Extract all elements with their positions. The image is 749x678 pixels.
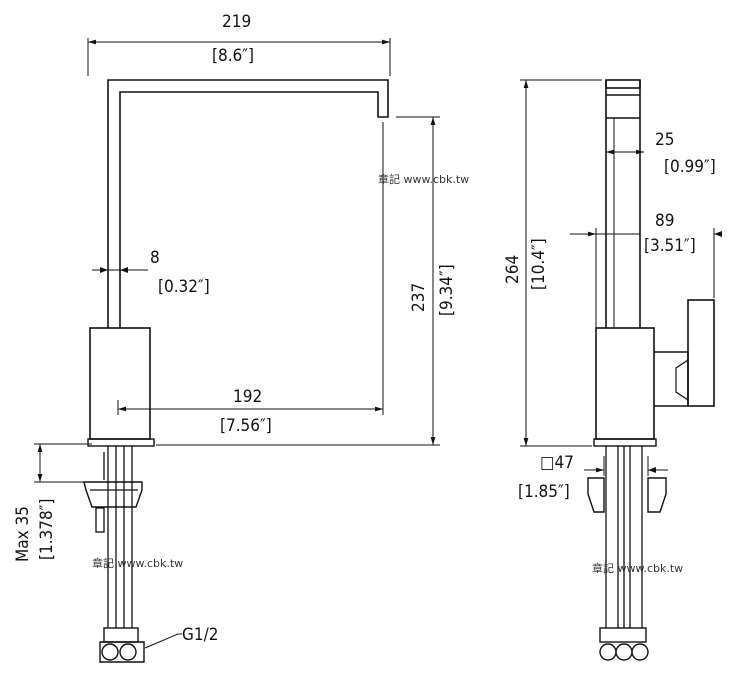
width-mm-label: 219 — [222, 12, 251, 32]
spout-outline — [107, 79, 389, 328]
watermark: 章記 www.cbk.tw — [378, 172, 469, 186]
total-height-mm-label: 264 — [503, 255, 523, 284]
locking-nut — [83, 481, 143, 508]
side-handle — [654, 299, 715, 407]
hose-connectors — [99, 627, 145, 663]
total-height-in-label: [10.4″] — [529, 238, 549, 290]
height-in-label: [9.34″] — [437, 264, 457, 316]
base-plate — [87, 438, 155, 447]
width-in-label: [8.6″] — [212, 46, 254, 66]
watermark: 章記 www.cbk.tw — [92, 556, 183, 570]
thread-label: G1/2 — [182, 625, 218, 645]
base-mm-label: □47 — [540, 453, 574, 473]
reach-in-label: [7.56″] — [220, 416, 272, 436]
wall-mm-label: 8 — [150, 248, 160, 268]
side-spout — [605, 80, 641, 328]
base-in-label: [1.85″] — [518, 482, 570, 502]
wall-in-label: [0.32″] — [158, 277, 210, 297]
side-locking-nut — [587, 477, 667, 513]
handle-in-label: [3.51″] — [644, 236, 696, 256]
spout-in-label: [0.99″] — [664, 157, 716, 177]
hose-fitting — [95, 507, 105, 533]
side-shank — [605, 446, 643, 628]
mounting-shank — [103, 446, 133, 628]
side-body — [595, 327, 655, 440]
reach-mm-label: 192 — [233, 387, 262, 407]
height-mm-label: 237 — [409, 283, 429, 312]
handle-mm-label: 89 — [655, 211, 674, 231]
side-view — [520, 79, 722, 661]
front-view — [34, 38, 440, 663]
side-hose-connectors — [599, 627, 649, 661]
max-in-label: [1.378″] — [37, 499, 57, 560]
faucet-body — [89, 327, 151, 440]
watermark: 章記 www.cbk.tw — [592, 561, 683, 575]
spout-mm-label: 25 — [655, 130, 674, 150]
max-label: Max 35 — [13, 506, 33, 562]
thread-leader — [144, 633, 179, 649]
